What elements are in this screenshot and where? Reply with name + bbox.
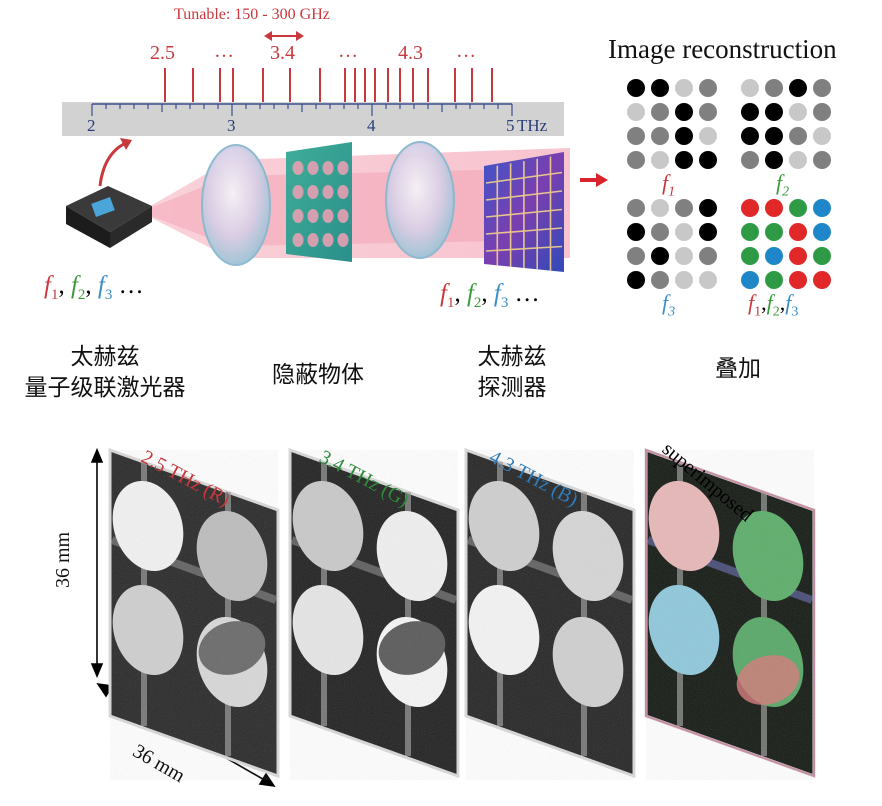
caption-object: 隐蔽物体 bbox=[272, 362, 364, 388]
caption-detector: 太赫兹 探测器 bbox=[452, 342, 572, 404]
qcl-laser bbox=[66, 186, 152, 248]
curved-arrow bbox=[98, 140, 129, 187]
marker-ellipsis-2: … bbox=[338, 40, 358, 62]
detector-frequencies: f1, f2, f3 … bbox=[440, 280, 540, 311]
reconstruction-title: Image reconstruction bbox=[608, 34, 837, 64]
ruler-tick-5: 5 bbox=[506, 116, 515, 135]
ruler-tick-2: 2 bbox=[87, 116, 96, 135]
image-panel-3 bbox=[464, 447, 636, 780]
image-panel-2 bbox=[288, 447, 460, 780]
image-panel-1 bbox=[108, 447, 280, 780]
marker-3-4: 3.4 bbox=[270, 42, 295, 64]
caption-detector-line2: 探测器 bbox=[477, 375, 547, 401]
ruler-tick-3: 3 bbox=[227, 116, 236, 135]
detector-array bbox=[484, 152, 564, 272]
tunable-arrow bbox=[264, 31, 304, 41]
frequency-lines bbox=[164, 68, 493, 102]
thz-images bbox=[90, 447, 816, 788]
marker-2-5: 2.5 bbox=[150, 42, 175, 64]
caption-detector-line1: 太赫兹 bbox=[477, 344, 547, 370]
setup-diagram bbox=[62, 31, 831, 289]
dim-vertical-label: 36 mm bbox=[52, 531, 74, 588]
caption-overlay: 叠加 bbox=[715, 356, 761, 382]
ruler-tick-4: 4 bbox=[367, 116, 376, 135]
reconstruction-grids bbox=[627, 79, 831, 289]
caption-laser: 太赫兹 量子级联激光器 bbox=[0, 342, 210, 404]
lens-1 bbox=[201, 144, 271, 266]
caption-laser-line1: 太赫兹 bbox=[70, 344, 140, 370]
ruler-unit: THz bbox=[517, 116, 548, 135]
grid-label-f2: f2 bbox=[776, 170, 790, 200]
output-arrow bbox=[580, 173, 608, 187]
marker-ellipsis-3: … bbox=[456, 40, 476, 62]
grid-label-f3: f3 bbox=[662, 290, 676, 320]
marker-4-3: 4.3 bbox=[398, 42, 423, 64]
marker-ellipsis-1: … bbox=[214, 40, 234, 62]
image-panel-4 bbox=[644, 447, 816, 780]
hidden-object bbox=[286, 142, 352, 262]
grid-label-combined: f1,f2,f3 bbox=[748, 290, 799, 320]
lens-2 bbox=[385, 141, 455, 259]
caption-laser-line2: 量子级联激光器 bbox=[24, 375, 186, 401]
tunable-label: Tunable: 150 - 300 GHz bbox=[174, 6, 330, 23]
thz-ruler bbox=[62, 102, 564, 136]
source-frequencies: f1, f2, f3 … bbox=[44, 272, 144, 303]
grid-label-f1: f1 bbox=[662, 170, 676, 200]
